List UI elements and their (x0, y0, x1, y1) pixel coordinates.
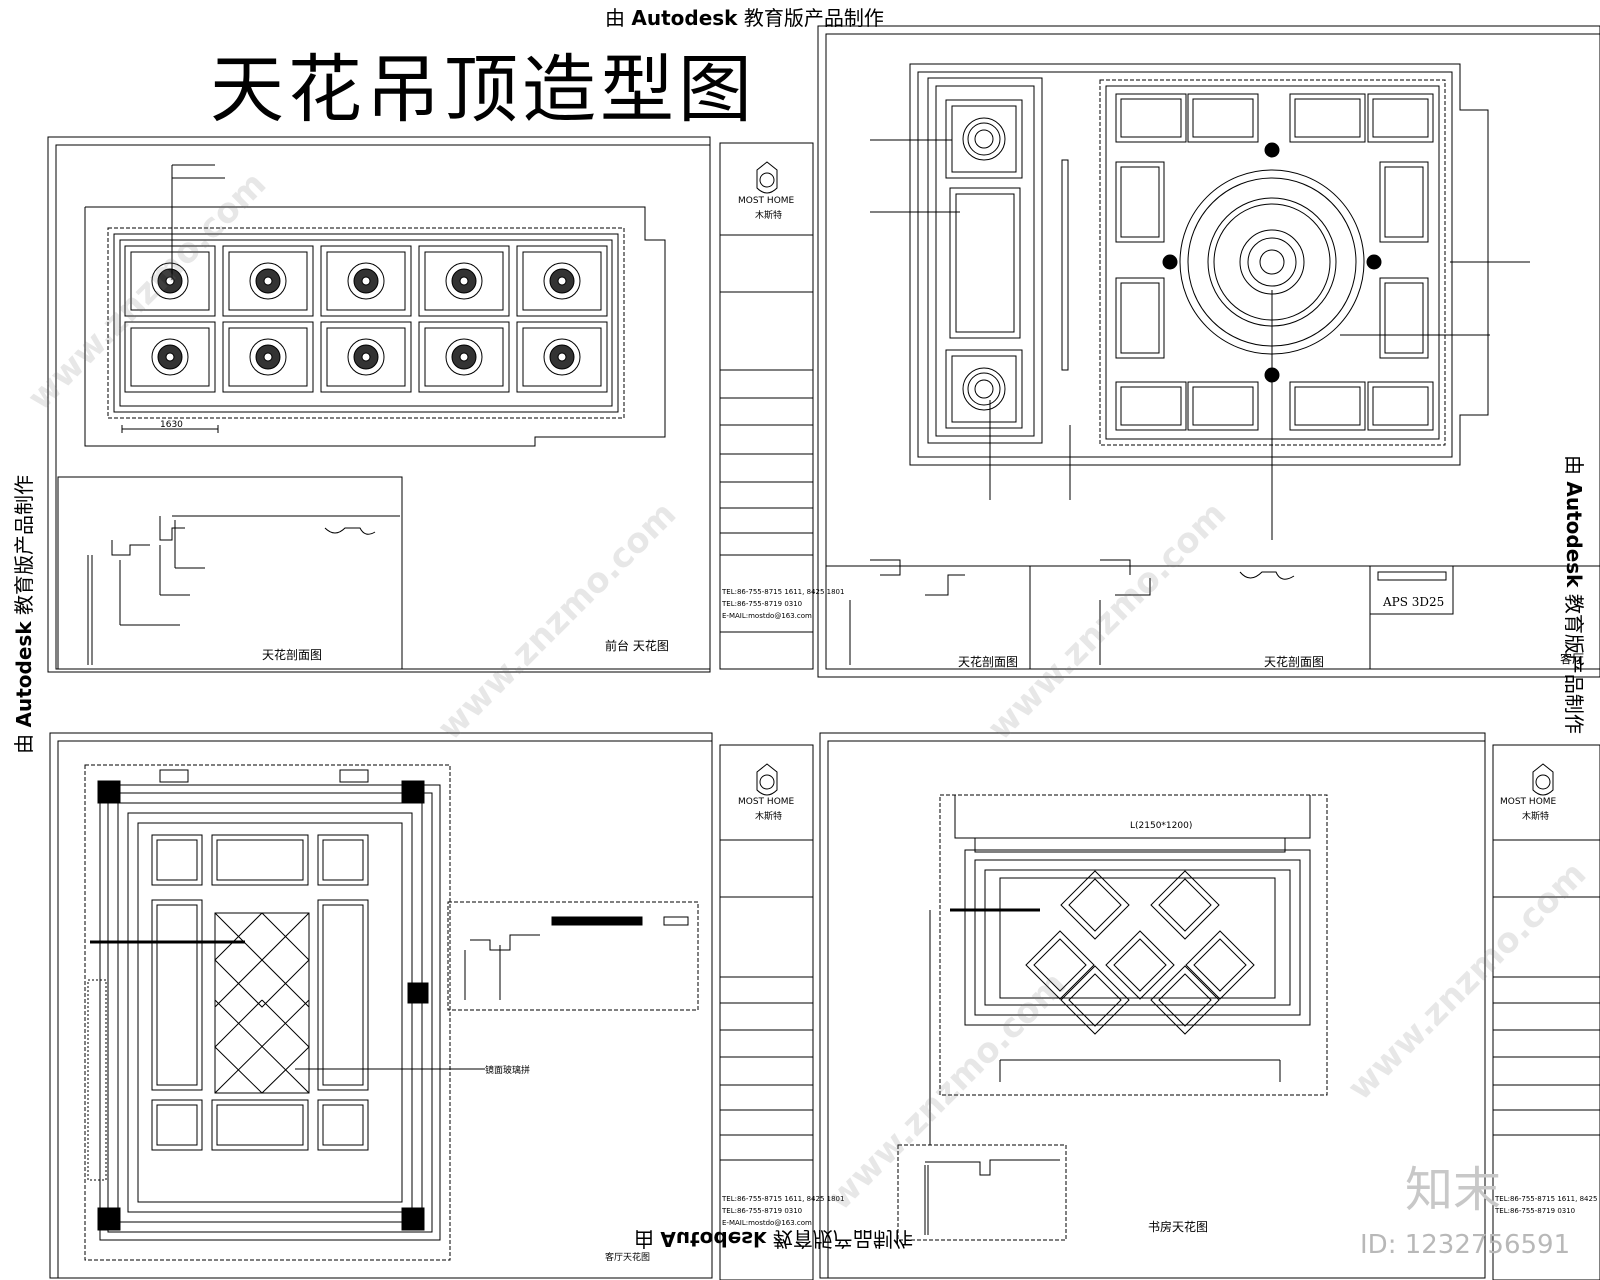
dim-p4: L(2150*1200) (1130, 821, 1193, 831)
coffer (124, 245, 216, 317)
panel-living-room-ceiling (49, 732, 814, 1280)
coffer (516, 321, 608, 393)
caption-front-desk: 前台 天花图 (605, 639, 669, 653)
tb4-phone-1: TEL:86-755-8715 1611, 8425 1801 (1495, 1195, 1600, 1203)
tb4-brand-en: MOST HOME (1500, 797, 1557, 807)
watermark-id: ID: 1232756591 (1360, 1230, 1571, 1260)
coffer (418, 321, 510, 393)
caption-living-room-ceiling: 客厅天花图 (605, 1253, 651, 1263)
coffer (124, 321, 216, 393)
tb3-brand-en: MOST HOME (738, 797, 795, 807)
tb3-brand-cn: 木斯特 (755, 812, 783, 822)
dim-p1: 1630 (160, 420, 183, 430)
tb3-phone-1: TEL:86-755-8715 1611, 8425 1801 (722, 1195, 845, 1203)
tb3-phone-2: TEL:86-755-8719 0310 (722, 1207, 803, 1215)
note-mirror: 镜面玻璃拼 (485, 1066, 531, 1076)
coffer (222, 321, 314, 393)
tb1-brand-cn: 木斯特 (755, 211, 783, 221)
coffer (320, 245, 412, 317)
tb4-brand-cn: 木斯特 (1522, 812, 1550, 822)
logo-p3 (756, 763, 778, 796)
logo-p1 (756, 161, 778, 194)
tb1-phone-1: TEL:86-755-8715 1611, 8425 1801 (722, 588, 845, 596)
tb1-email: E-MAIL:mostdo@163.com (722, 612, 812, 620)
panel-front-desk (47, 136, 814, 673)
caption-p2-section1: 天花剖面图 (958, 655, 1019, 669)
tb4-phone-2: TEL:86-755-8719 0310 (1495, 1207, 1576, 1215)
caption-living-room: 客厅 (1560, 652, 1585, 666)
tb1-brand-en: MOST HOME (738, 196, 795, 206)
tb3-email: E-MAIL:mostdo@163.com (722, 1219, 812, 1227)
tag-aps: APS 3D25 (1383, 595, 1445, 609)
coffer (320, 321, 412, 393)
logo-p4 (1532, 763, 1554, 796)
page-title: 天花吊顶造型图 (210, 47, 756, 133)
coffer (222, 245, 314, 317)
tb1-phone-2: TEL:86-755-8719 0310 (722, 600, 803, 608)
caption-study: 书房天花图 (1148, 1220, 1209, 1234)
caption-p2-section2: 天花剖面图 (1264, 655, 1325, 669)
watermark-brand: 知末 (1405, 1162, 1502, 1218)
caption-p1-section: 天花剖面图 (262, 648, 323, 662)
panel-living-room (817, 25, 1600, 678)
coffer (418, 245, 510, 317)
coffer (516, 245, 608, 317)
panel-study-ceiling (819, 732, 1600, 1280)
autodesk-stamp-top: 由 Autodesk 教育版产品制作 (605, 6, 884, 30)
